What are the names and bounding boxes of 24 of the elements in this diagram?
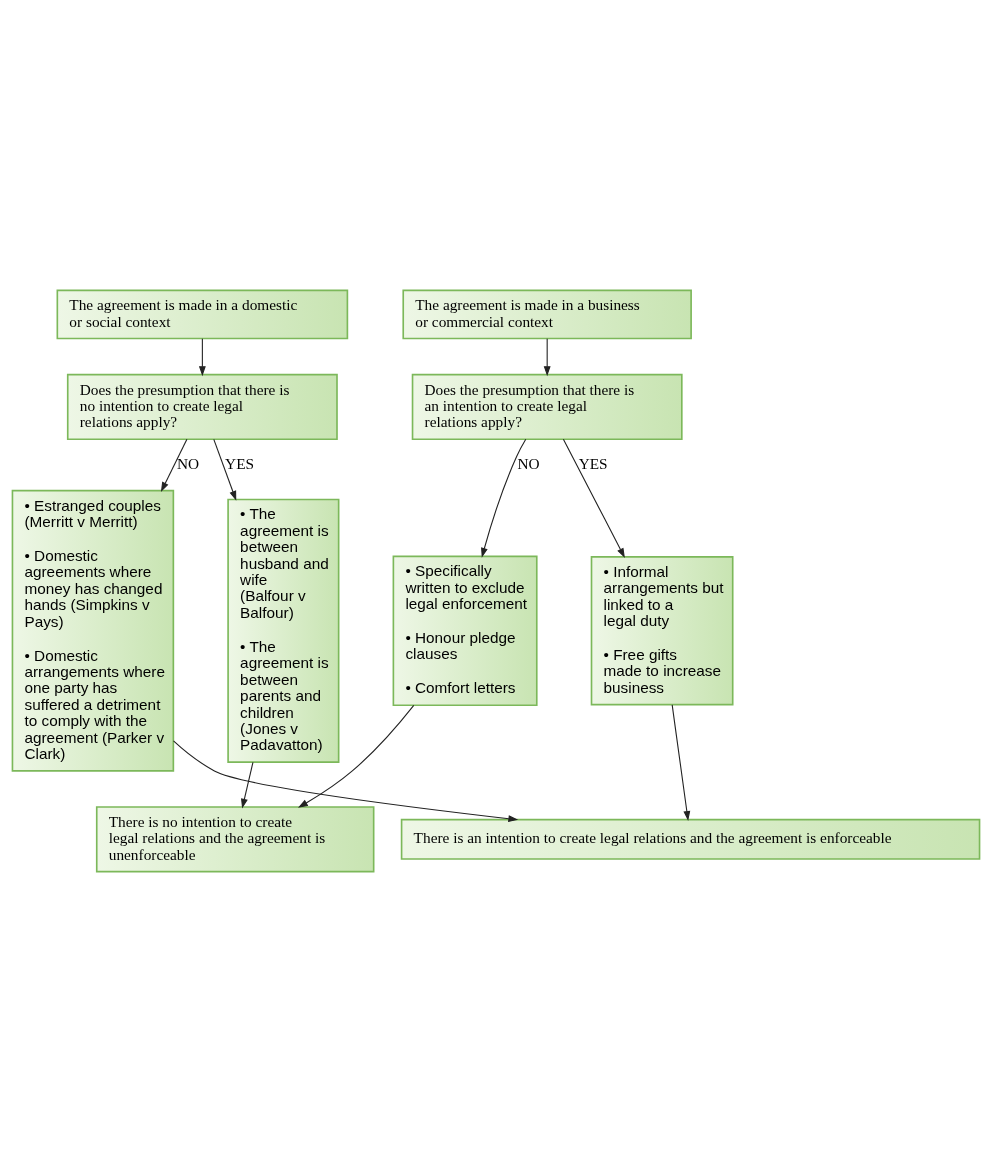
node-box: Does the presumption that there is no intention to create legal relations apply? (66, 373, 338, 440)
node-box: There is an intention to create legal relations and the agreement is enforceable (400, 818, 981, 860)
node-box: • Informal arrangements but linked to a legal duty • Free gifts made to increase business (590, 555, 734, 705)
node-box: • Estranged couples (Merritt v Merritt) • Domestic agreements where money has changed hands (Simpkins v Pays) • Domestic arrangements where one party has suffered a detriment to comply with the agreement (Parker v Clark) (11, 489, 175, 772)
edge-label: YES (225, 454, 255, 472)
node-box: Does the presumption that there is an intention to create legal relations apply? (411, 373, 683, 440)
node-box: • Specifically written to exclude legal enforcement • Honour pledge clauses • Comfort letters (392, 555, 538, 706)
arrow (481, 438, 527, 558)
edge-label: YES (578, 454, 608, 472)
edge-label: NO (517, 454, 540, 472)
arrow (213, 438, 237, 501)
node-box: The agreement is made in a business or commercial context (402, 289, 692, 339)
edge-label: NO (177, 454, 200, 472)
arrow (198, 337, 206, 376)
arrow (241, 761, 254, 809)
node-box: • The agreement is between husband and wife (Balfour v Balfour) • The agreement is between parents and children (Jones v Padavatton) (227, 498, 340, 763)
arrow (172, 739, 519, 822)
arrow (562, 438, 625, 558)
node-box: There is no intention to create legal relations and the agreement is unenforceable (95, 805, 375, 872)
arrow (298, 704, 415, 808)
arrow (160, 438, 188, 492)
arrow (671, 703, 691, 821)
node-box: The agreement is made in a domestic or social context (56, 289, 349, 339)
arrow (543, 337, 551, 376)
